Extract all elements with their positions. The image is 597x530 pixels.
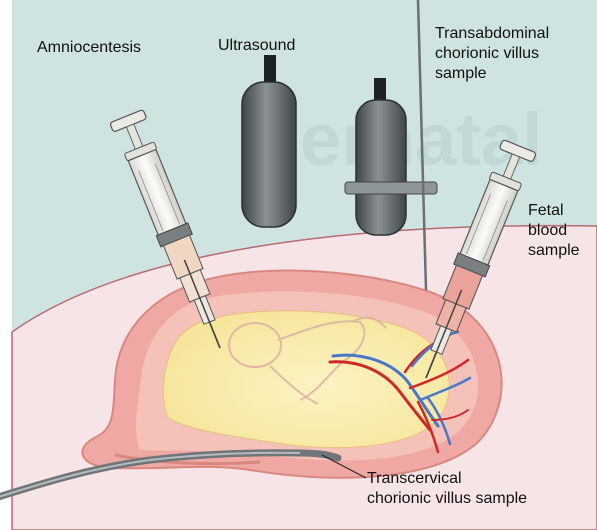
label-fetal-blood-sample-line2: blood <box>528 222 567 239</box>
label-amniocentesis: Amniocentesis <box>37 39 141 56</box>
label-transcervical-cvs-line1: Transcervical <box>367 470 462 487</box>
label-transcervical-cvs-line2: chorionic villus sample <box>367 490 527 507</box>
label-transabdominal-cvs-line1: Transabdominal <box>435 25 549 42</box>
label-fetal-blood-sample-line3: sample <box>528 242 580 259</box>
label-transabdominal-cvs-line2: chorionic villus <box>435 45 539 62</box>
white-frame-left <box>0 0 12 530</box>
label-transabdominal-cvs-line3: sample <box>435 65 487 82</box>
label-fetal-blood-sample-line1: Fetal <box>528 202 564 219</box>
label-ultrasound: Ultrasound <box>218 37 295 54</box>
